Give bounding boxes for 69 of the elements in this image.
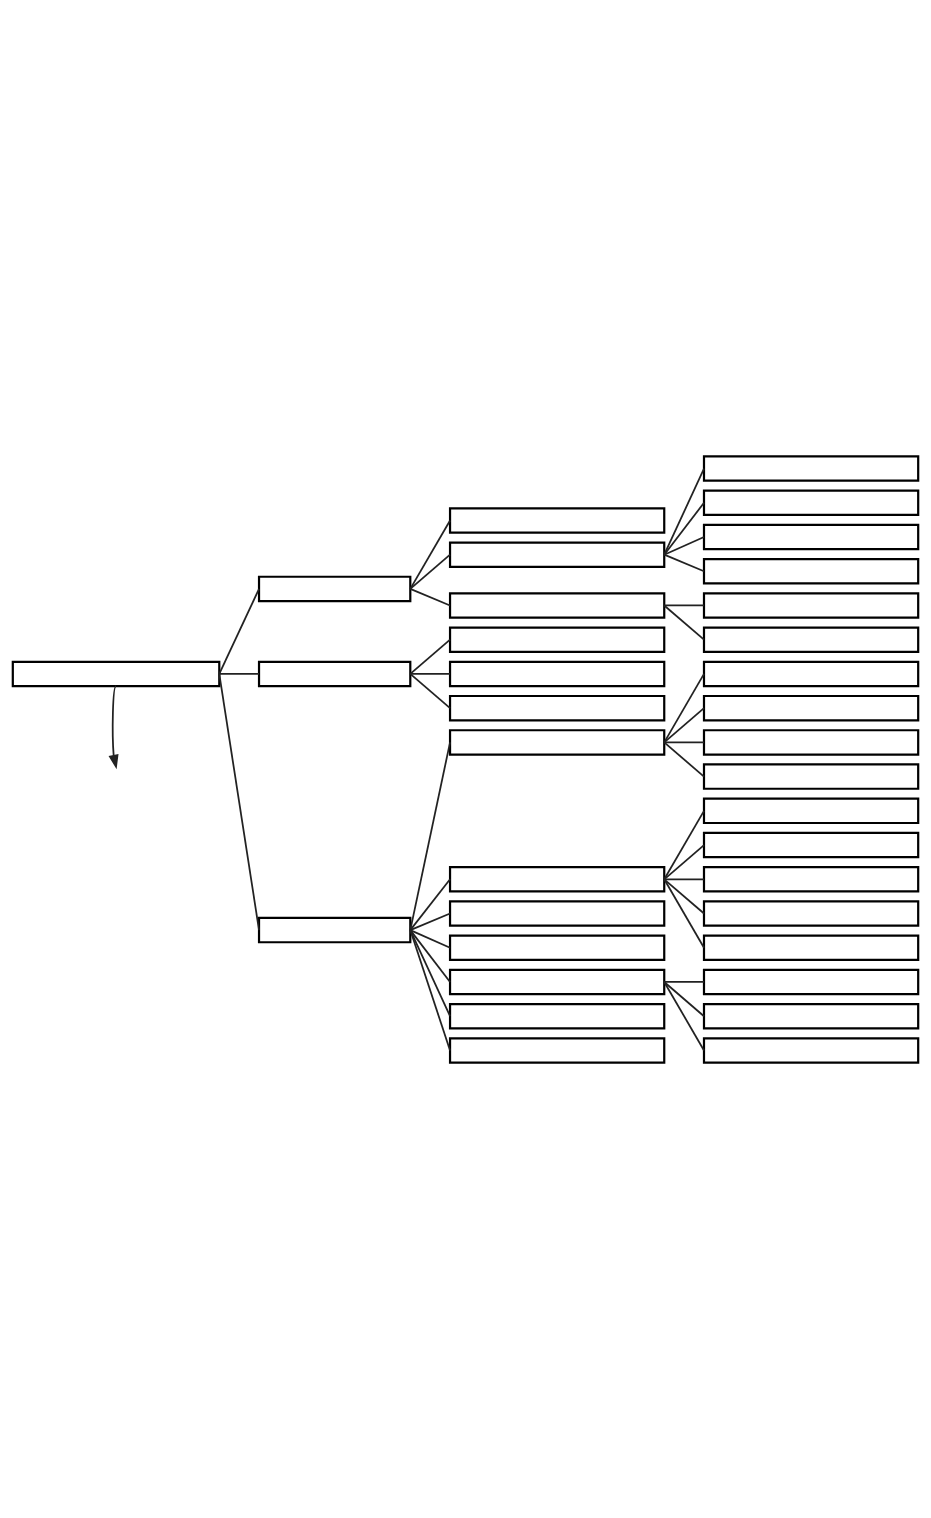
node-box xyxy=(448,899,666,927)
connector xyxy=(663,535,705,556)
node-box xyxy=(702,934,920,961)
node-box xyxy=(702,694,920,721)
node-box xyxy=(448,934,666,961)
connector xyxy=(409,553,451,590)
node-box xyxy=(702,523,920,550)
node-box xyxy=(702,968,920,995)
connector xyxy=(663,706,705,743)
connector xyxy=(663,980,705,1051)
node-box xyxy=(11,660,221,687)
node-box xyxy=(702,454,920,482)
connector xyxy=(663,980,705,983)
connector xyxy=(663,467,705,556)
connector xyxy=(409,877,451,931)
node-box xyxy=(448,591,666,619)
connector xyxy=(409,672,451,675)
connector xyxy=(663,809,705,880)
node-box xyxy=(702,865,920,893)
node-box xyxy=(702,728,920,756)
connector xyxy=(409,672,451,709)
connector xyxy=(409,928,451,1051)
node-box xyxy=(448,660,666,687)
node-box xyxy=(257,916,412,943)
node-box xyxy=(702,625,920,653)
node-box xyxy=(448,1036,666,1064)
connector xyxy=(409,928,451,983)
node-box xyxy=(448,728,666,756)
node-box xyxy=(448,694,666,721)
node-box xyxy=(448,506,666,534)
connector xyxy=(409,741,451,931)
connector xyxy=(218,672,260,931)
node-box xyxy=(702,1002,920,1029)
connector xyxy=(663,741,705,777)
connector xyxy=(663,604,705,641)
node-box xyxy=(448,968,666,995)
node-box xyxy=(257,660,412,687)
connector xyxy=(409,519,451,590)
arrow xyxy=(108,684,119,769)
connector xyxy=(663,672,705,743)
node-box xyxy=(702,557,920,584)
node-box xyxy=(702,831,920,858)
connector xyxy=(663,980,705,1017)
connector xyxy=(663,553,705,572)
connector xyxy=(409,587,451,606)
connector xyxy=(663,501,705,556)
node-box xyxy=(702,591,920,619)
node-box xyxy=(448,1002,666,1029)
node-box xyxy=(702,489,920,516)
node-box xyxy=(702,1036,920,1064)
node-box xyxy=(702,762,920,790)
node-box xyxy=(702,797,920,824)
node-box xyxy=(257,575,412,602)
connector xyxy=(409,928,451,949)
node-box xyxy=(702,899,920,927)
connector xyxy=(409,928,451,1017)
node-box xyxy=(448,625,666,653)
node-box xyxy=(448,540,666,568)
node-box xyxy=(702,660,920,687)
connector xyxy=(218,672,260,675)
connector xyxy=(663,604,705,606)
connector xyxy=(663,843,705,880)
connector xyxy=(663,741,705,743)
connector xyxy=(663,877,705,914)
node-box xyxy=(448,865,666,893)
connector xyxy=(663,877,705,949)
connector xyxy=(218,587,260,675)
connector xyxy=(409,912,451,931)
connector xyxy=(663,877,705,880)
